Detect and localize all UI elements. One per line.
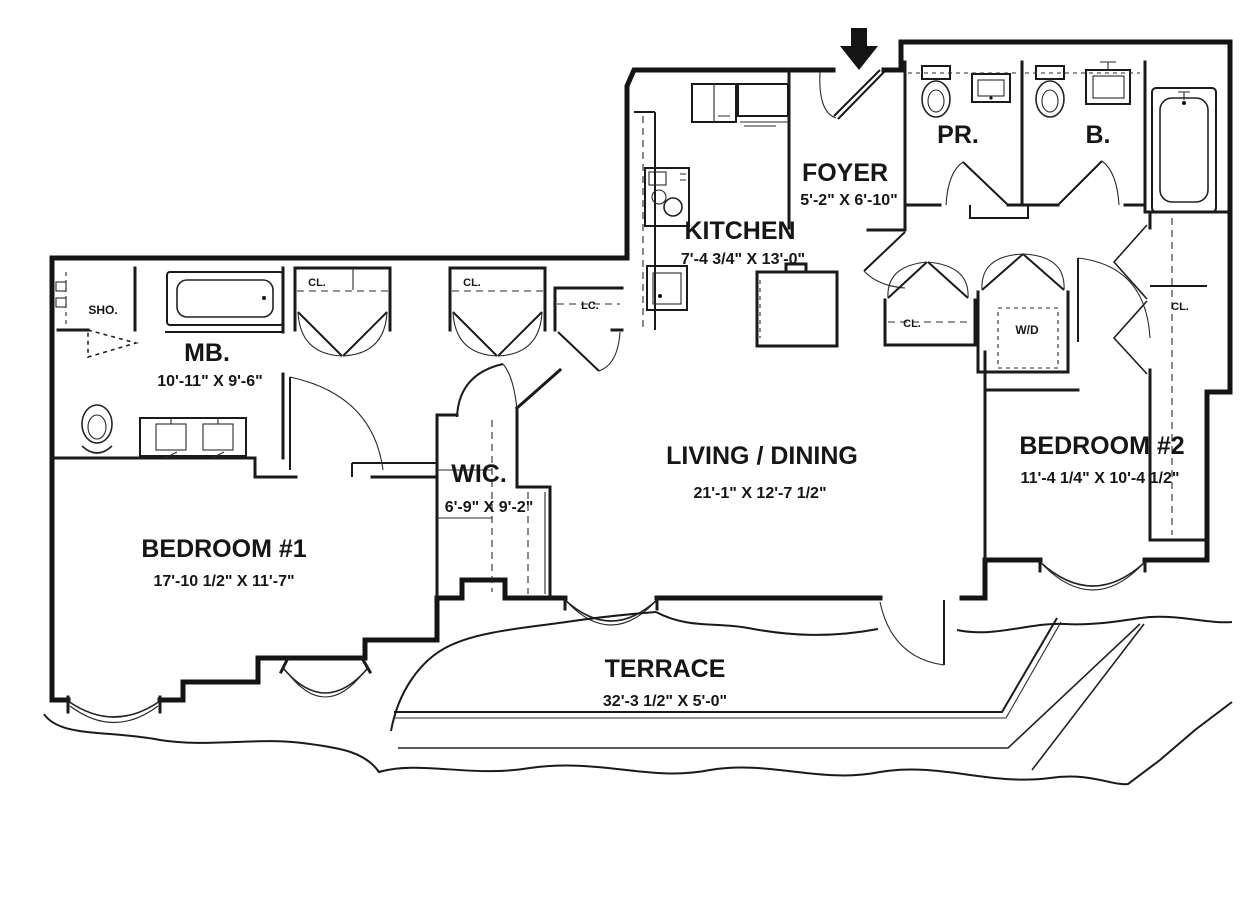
room-dims-kitchen: 7'-4 3/4" X 13'-0" bbox=[681, 251, 805, 268]
room-dims-bedroom-2: 11'-4 1/4" X 10'-4 1/2" bbox=[1021, 470, 1180, 487]
room-label-bathroom: B. bbox=[1086, 121, 1111, 149]
wic-shelves bbox=[437, 420, 546, 594]
shower-icon bbox=[55, 272, 67, 326]
room-label-bedroom-2: BEDROOM #2 bbox=[1019, 432, 1184, 460]
toilet-icon bbox=[1035, 65, 1065, 118]
room-dims-master-bath: 10'-11" X 9'-6" bbox=[157, 373, 263, 390]
room-dims-living-dining: 21'-1" X 12'-7 1/2" bbox=[693, 485, 826, 502]
closet-label-hall-1: CL. bbox=[308, 277, 326, 289]
room-label-kitchen: KITCHEN bbox=[684, 217, 795, 245]
room-dims-wic: 6'-9" X 9'-2" bbox=[445, 499, 534, 516]
room-label-bedroom-1: BEDROOM #1 bbox=[141, 535, 306, 563]
shower-door bbox=[87, 328, 139, 359]
room-label-foyer: FOYER bbox=[802, 159, 888, 187]
toilet-icon bbox=[921, 65, 951, 118]
bifold-doors bbox=[1112, 224, 1148, 375]
washer-dryer-box bbox=[997, 307, 1059, 369]
toilet-icon bbox=[81, 404, 113, 454]
room-label-shower: SHO. bbox=[88, 303, 117, 317]
interior-walls bbox=[50, 60, 1232, 600]
refrigerator-icon bbox=[691, 83, 737, 123]
closet-label-linen: LC. bbox=[581, 300, 599, 312]
closet-label-washer-dryer: W/D bbox=[1015, 323, 1039, 337]
closet-label-bedroom2-hall: CL. bbox=[903, 318, 921, 330]
column bbox=[755, 262, 839, 348]
sink-icon bbox=[1085, 61, 1131, 105]
fixtures bbox=[55, 28, 1217, 594]
room-label-wic: WIC. bbox=[451, 460, 507, 488]
doors bbox=[87, 69, 1151, 666]
room-label-powder-room: PR. bbox=[937, 121, 979, 149]
room-dims-terrace: 32'-3 1/2" X 5'-0" bbox=[603, 693, 727, 710]
bathtub-icon bbox=[166, 271, 284, 326]
room-dims-foyer: 5'-2" X 6'-10" bbox=[800, 192, 898, 209]
cabinet-icon bbox=[737, 83, 789, 127]
sink-icon bbox=[971, 73, 1011, 103]
bathtub-icon bbox=[1151, 87, 1217, 213]
room-dims-bedroom-1: 17'-10 1/2" X 11'-7" bbox=[153, 573, 294, 590]
closet-label-hall-2: CL. bbox=[463, 277, 481, 289]
closet-shelf-lines bbox=[297, 290, 972, 323]
range-sink-icon bbox=[644, 167, 690, 227]
room-label-terrace: TERRACE bbox=[605, 655, 726, 683]
closet-label-bedroom2: CL. bbox=[1171, 301, 1189, 313]
entry-arrow-icon bbox=[840, 28, 878, 70]
dishwasher-icon bbox=[646, 265, 688, 311]
labels: FOYER 5'-2" X 6'-10" KITCHEN 7'-4 3/4" X… bbox=[88, 121, 1189, 710]
exterior-walls bbox=[49, 39, 1233, 714]
vanity-icon bbox=[139, 417, 247, 459]
room-label-master-bath: MB. bbox=[184, 339, 230, 367]
kitchen-counter bbox=[634, 111, 656, 330]
terrace-outline bbox=[43, 611, 1233, 786]
bay-windows bbox=[67, 561, 1146, 723]
room-label-living-dining: LIVING / DINING bbox=[666, 442, 858, 470]
